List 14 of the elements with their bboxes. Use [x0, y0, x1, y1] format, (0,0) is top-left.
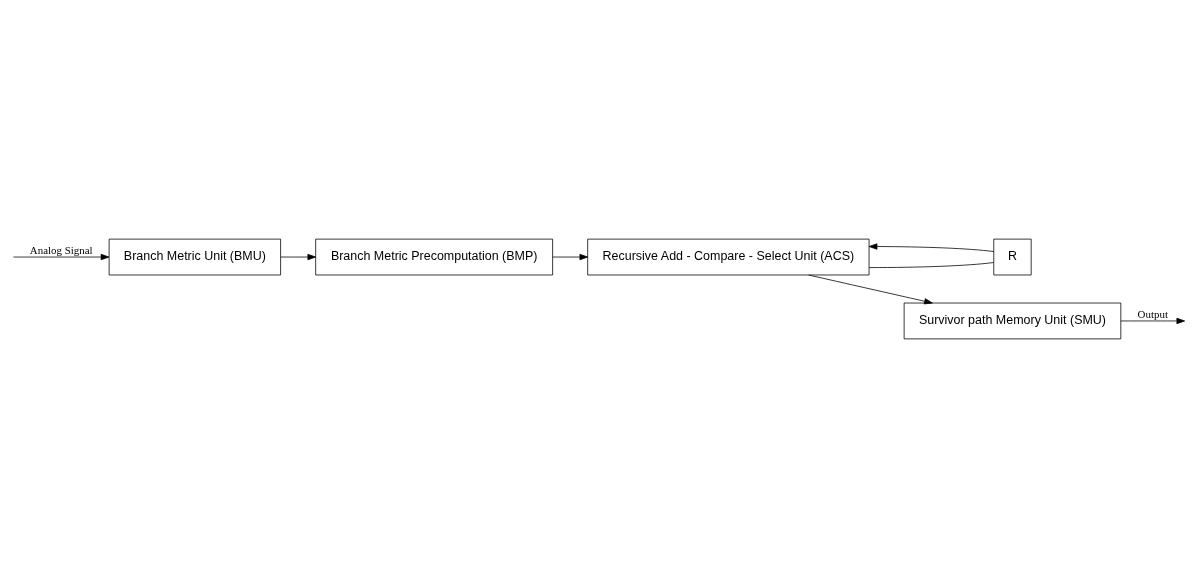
node-box: R [993, 238, 1032, 275]
arrow [868, 242, 994, 252]
arrow [1120, 317, 1186, 324]
node-box: Branch Metric Unit (BMU) [108, 238, 281, 275]
edge-label: Output [1137, 307, 1168, 320]
arrow [808, 274, 933, 304]
node-box: Recursive Add - Compare - Select Unit (ACS) [587, 238, 870, 275]
edge-label: Analog Signal [29, 243, 93, 256]
arrow [13, 253, 110, 260]
arrow [552, 253, 589, 260]
node-box: Survivor path Memory Unit (SMU) [903, 302, 1122, 339]
arrow [280, 253, 317, 260]
connector [868, 261, 994, 268]
node-box: Branch Metric Precomputation (BMP) [315, 238, 553, 275]
